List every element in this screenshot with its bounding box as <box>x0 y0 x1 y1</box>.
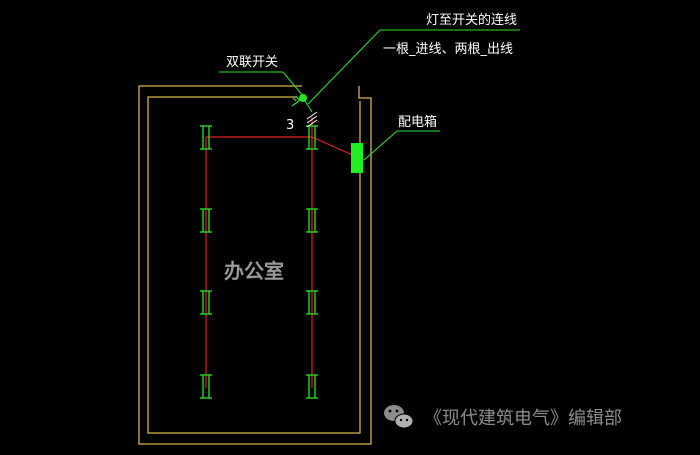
light-fixture <box>200 290 212 315</box>
leader-switch <box>219 71 304 97</box>
light-fixture <box>200 374 212 399</box>
wiring <box>205 117 358 388</box>
leader-panel <box>363 130 440 161</box>
light-fixture <box>306 374 318 399</box>
light-fixtures <box>200 125 318 399</box>
light-fixture <box>200 125 212 150</box>
wire-to-panel <box>311 136 358 158</box>
light-fixture <box>306 208 318 233</box>
watermark-text: 《现代建筑电气》编辑部 <box>424 408 622 429</box>
watermark: 《现代建筑电气》编辑部 <box>384 405 622 429</box>
double-switch-symbol <box>291 94 313 113</box>
light-fixture <box>306 290 318 315</box>
room-name-label: 办公室 <box>224 259 284 283</box>
distribution-panel <box>351 143 363 173</box>
leader-lines <box>219 29 520 161</box>
light-fixture <box>200 208 212 233</box>
wire-count-ticks <box>306 111 318 128</box>
inner-wall <box>147 96 361 434</box>
outer-wall <box>138 85 372 445</box>
leader-wire-diag <box>307 29 381 105</box>
switch-label: 双联开关 <box>226 55 278 70</box>
wire-title-label: 灯至开关的连线 <box>426 12 517 28</box>
wire-count-label: 3 <box>286 118 294 133</box>
panel-label: 配电箱 <box>398 114 437 130</box>
room-walls <box>138 85 372 445</box>
wire-note-label: 一根_进线、两根_出线 <box>383 42 513 57</box>
wechat-icon <box>384 405 414 429</box>
